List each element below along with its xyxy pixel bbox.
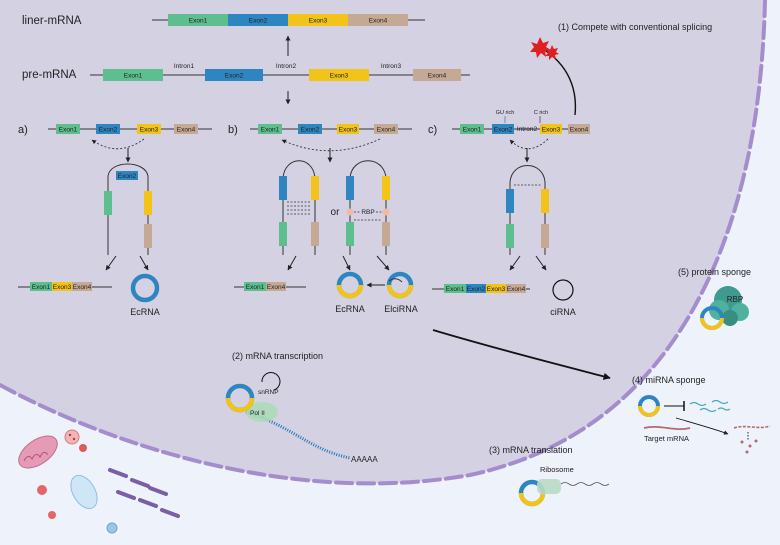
linear-exon2-label: Exon2 [249,18,268,25]
a-ecrna-label: EcRNA [130,307,160,317]
panel-b-premrna: Exon1 Exon2 Exon3 Exon4 [250,124,412,152]
panel-b-hairpin-left [279,160,319,255]
translation-illustration [518,479,610,507]
b-exon4: Exon4 [377,127,396,134]
protein-rbp-label: RBP [727,295,743,304]
pre-mrna-label: pre-mRNA [22,69,77,81]
c-intron2: Intron2 [517,126,538,133]
b-rbp-label: RBP [361,209,374,216]
linear-mrna: Exon1 Exon2 Exon3 Exon4 [152,14,425,26]
aaaaa-label: AAAAA [351,455,378,464]
pol2-label: Pol II [250,410,265,417]
liner-mrna-label: liner-mRNA [22,15,82,27]
a-prod-exon1: Exon1 [32,284,51,291]
linear-exon4-label: Exon4 [369,18,388,25]
panel-a-lariat: Exon2 [104,163,152,255]
c-prod-exon3: Exon3 [487,286,506,293]
rbp-protein-icon [700,286,749,330]
pre-exon1-label: Exon1 [124,73,143,80]
cirna-circle [552,279,574,301]
intron3-label: Intron3 [381,63,402,70]
pre-mrna: Exon1 Exon2 Exon3 Exon4 Intron1 Intron2 … [90,63,470,81]
a-exon3: Exon3 [140,127,159,134]
cirna-label: ciRNA [550,307,576,317]
b-exon3: Exon3 [339,127,358,134]
panel-a-premrna: Exon1 Exon2 Exon3 Exon4 [48,124,212,150]
target-mrna-label: Target mRNA [644,434,689,443]
b-exon2: Exon2 [301,127,320,134]
b-prod-exon1: Exon1 [246,284,265,291]
function-5-label: (5) protein sponge [678,267,751,277]
arrow-to-cytoplasm [432,329,611,380]
mitochondrion-icon [18,435,58,469]
a-prod-exon3: Exon3 [53,284,72,291]
b-ecrna-label: EcRNA [335,304,365,314]
pre-exon4-label: Exon4 [428,73,447,80]
c-prod-exon1: Exon1 [446,286,465,293]
function-2-label: (2) mRNA transcription [232,351,323,361]
gu-rich-label: GU rich [496,110,515,116]
c-exon4: Exon4 [570,127,589,134]
elcirna-circle [386,271,414,299]
ribosome-icon [537,479,561,494]
panel-a-label: a) [18,124,28,136]
c-rich-label: C rich [534,110,548,116]
a-exon2: Exon2 [99,127,118,134]
nuclear-membrane [0,0,767,486]
b-exon1: Exon1 [261,127,280,134]
endoplasmic-reticulum [108,468,180,518]
elcirna-label: ElciRNA [384,304,418,314]
transcription-illustration: snRNP Pol II [225,372,351,460]
a-exon4: Exon4 [177,127,196,134]
c-prod-exon4: Exon4 [507,286,526,293]
c-exon3: Exon3 [542,127,561,134]
panel-b-hairpin-right [346,160,390,255]
function-1-label: (1) Compete with conventional splicing [558,22,712,32]
linear-exon3-label: Exon3 [309,18,328,25]
mirna-icon [689,399,731,413]
snrnp-label: snRNP [258,389,279,396]
c-exon1: Exon1 [463,127,482,134]
a-exon1: Exon1 [59,127,78,134]
panel-c-premrna: Exon1 Exon2 Exon3 Exon4 Intron2 [452,116,590,150]
linear-exon1-label: Exon1 [189,18,208,25]
panel-c-lariat [506,165,549,255]
pre-exon2-label: Exon2 [225,73,244,80]
function-4-label: (4) miRNA sponge [632,375,706,385]
panel-a-spliced-product: Exon1 Exon3 Exon4 [18,282,112,291]
red-spark-icon [530,37,559,60]
a-ecrna-circle [130,273,160,303]
panel-b-label: b) [228,124,238,136]
b-ecrna-circle [336,271,364,299]
b-prod-exon4: Exon4 [267,284,286,291]
panel-b-spliced-product: Exon1 Exon4 [234,282,306,291]
or-label: or [331,207,341,218]
panel-c-spliced-product: Exon1 Exon2 Exon3 Exon4 [432,284,530,293]
function-3-label: (3) mRNA translation [489,445,573,455]
c-prod-exon2: Exon2 [467,286,486,293]
intron1-label: Intron1 [174,63,195,70]
mirna-sponge-illustration [638,395,771,454]
a-lariat-exon2: Exon2 [118,173,137,180]
intron2-label: Intron2 [276,63,297,70]
c-exon2: Exon2 [494,127,513,134]
ribosome-label: Ribosome [540,465,574,474]
pre-exon3-label: Exon3 [330,73,349,80]
vesicle-icon [37,429,118,534]
a-prod-exon4: Exon4 [73,284,92,291]
panel-c-label: c) [428,124,437,136]
